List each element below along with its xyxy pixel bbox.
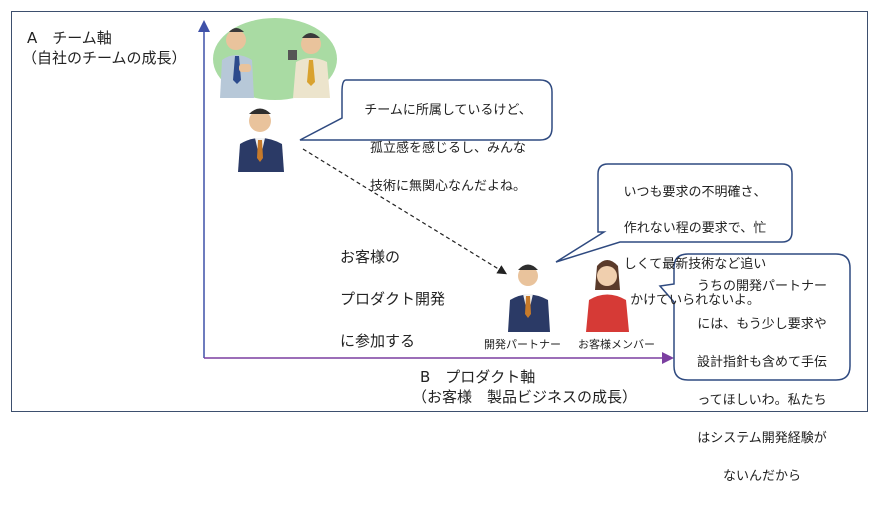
partner-bubble-line: いつも要求の不明確さ、: [623, 185, 767, 200]
team-axis-subtitle: （自社のチームの成長）: [22, 49, 187, 67]
team-bubble-line: 技術に無関心なんだよね。: [369, 179, 526, 194]
partner-speech-bubble: [555, 163, 793, 263]
product-axis-subtitle: （お客様 製品ビジネスの成長）: [412, 388, 638, 406]
customer-speech-bubble: [658, 253, 851, 381]
partner-role-label: 開発パートナー: [484, 338, 561, 351]
partner-bubble-line: かけていられないよ。: [630, 293, 760, 308]
customer-bubble-line: ないんだから: [722, 469, 801, 484]
team-bubble-line: 孤立感を感じるし、みんな: [369, 141, 526, 156]
partner-bubble-line: しくて最新技術など追い: [623, 257, 767, 272]
customer-bubble-line: うちの開発パートナー: [696, 279, 827, 294]
team-bubble-text: チームに所属しているけど、 孤立感を感じるし、みんな 技術に無関心なんだよね。: [350, 82, 546, 215]
partner-bubble-text: いつも要求の不明確さ、 作れない程の要求で、忙 しくて最新技術など追い かけてい…: [602, 166, 788, 328]
team-axis-title: A チーム軸: [27, 29, 112, 47]
product-axis-title: B プロダクト軸: [420, 368, 536, 386]
customer-bubble-line: 設計指針も含めて手伝: [696, 355, 827, 370]
customer-bubble-line: ってほしいわ。私たち: [697, 393, 827, 408]
transition-arrow: [302, 148, 508, 275]
transition-label-line: プロダクト開発: [340, 290, 446, 308]
customer-bubble-line: はシステム開発経験が: [697, 431, 827, 446]
customer-illustration: [586, 260, 629, 332]
partner-bubble-line: 作れない程の要求で、忙: [623, 221, 767, 236]
transition-label-line: に参加する: [340, 332, 416, 350]
team-speech-bubble: [299, 79, 553, 141]
transition-label: お客様の プロダクト開発 に参加する: [340, 226, 445, 373]
team-bubble-line: チームに所属しているけど、: [364, 103, 532, 118]
diagram-graphics: [198, 18, 851, 381]
diagram-frame: [11, 11, 868, 412]
team-member-illustration: [238, 108, 284, 172]
colleagues-illustration: [213, 18, 337, 100]
partner-illustration: [508, 264, 550, 332]
transition-label-line: お客様の: [340, 248, 401, 266]
customer-role-label: お客様メンバー: [578, 338, 655, 351]
customer-bubble-line: には、もう少し要求や: [697, 317, 827, 332]
customer-bubble-text: うちの開発パートナー には、もう少し要求や 設計指針も含めて手伝 ってほしいわ。…: [680, 258, 844, 505]
